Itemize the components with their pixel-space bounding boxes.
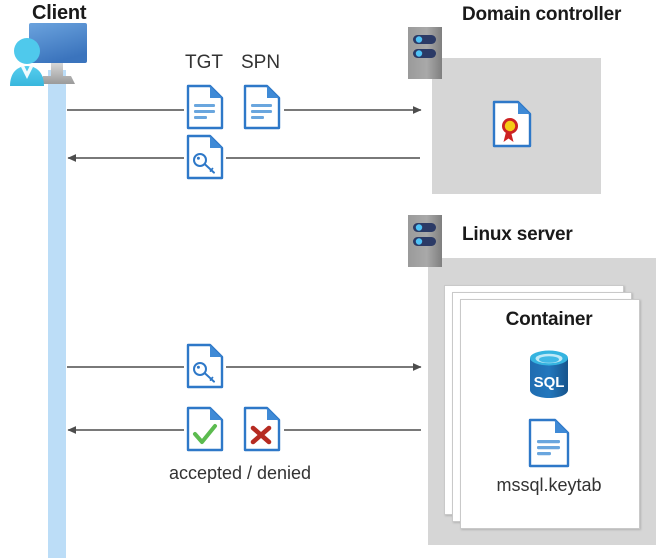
- sql-label: SQL: [534, 374, 565, 391]
- key-document-icon-response: [186, 134, 224, 180]
- keytab-filename-label: mssql.keytab: [496, 475, 602, 495]
- domain-controller-title: Domain controller: [462, 4, 622, 25]
- domain-controller-server-icon: [408, 27, 442, 79]
- container-card-front: [460, 299, 640, 529]
- certificate-document-icon: [492, 100, 532, 148]
- sql-database-icon: SQL: [525, 348, 573, 400]
- spn-document-icon: [243, 84, 281, 130]
- client-lifeline: [48, 70, 66, 558]
- tgt-document-icon: [186, 84, 224, 130]
- accepted-denied-label: accepted / denied: [168, 463, 312, 483]
- client-title: Client: [32, 2, 87, 24]
- spn-label: SPN: [241, 52, 281, 73]
- client-workstation-icon: [6, 22, 116, 92]
- linux-server-server-icon: [408, 215, 442, 267]
- keytab-document-icon: [528, 418, 570, 468]
- container-title: Container: [505, 309, 593, 330]
- key-document-icon-request: [186, 343, 224, 389]
- denied-cross-document-icon: [243, 406, 281, 452]
- tgt-label: TGT: [185, 52, 223, 73]
- accepted-check-document-icon: [186, 406, 224, 452]
- linux-server-title: Linux server: [462, 224, 573, 245]
